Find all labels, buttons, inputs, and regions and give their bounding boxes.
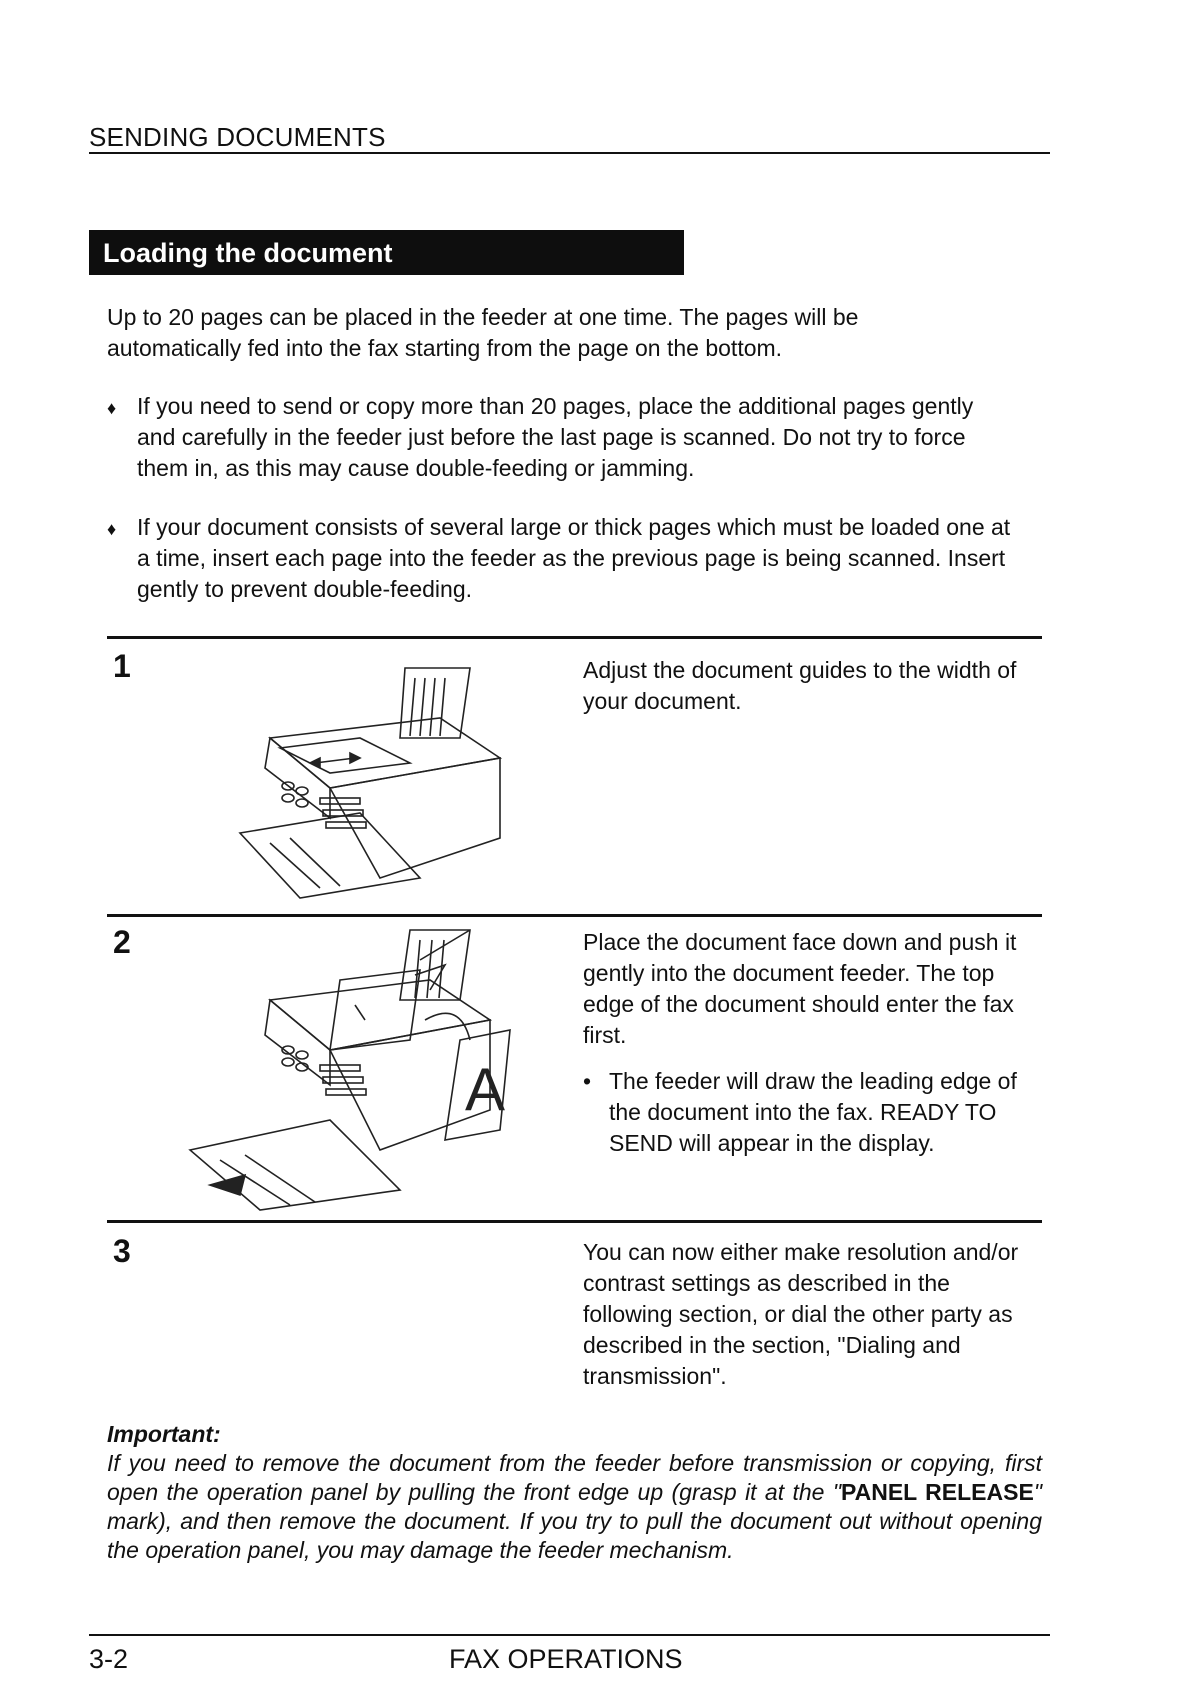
important-label: Important: [107, 1421, 221, 1447]
fax-insert-document-illustration: A [188, 929, 511, 1211]
page-header-title: SENDING DOCUMENTS [89, 122, 386, 152]
dot-bullet-icon: • [583, 1068, 592, 1094]
document-letter: A [465, 1056, 505, 1123]
panel-release-label: PANEL RELEASE [840, 1479, 1034, 1505]
step-text: Adjust the document guides to the width … [583, 657, 1017, 714]
step-number: 1 [113, 648, 131, 684]
step-rule [107, 914, 1042, 917]
step-text: You can now either make resolution and/o… [583, 1239, 1019, 1389]
chapter-title: FAX OPERATIONS [449, 1644, 683, 1674]
important-note: If you need to remove the document from … [107, 1449, 1042, 1565]
bullet-item: ♦ If you need to send or copy more than … [107, 391, 1007, 481]
diamond-bullet-icon: ♦ [107, 519, 117, 539]
step-rule [107, 1220, 1042, 1223]
step-rule [107, 636, 1042, 639]
page-number: 3-2 [89, 1644, 129, 1674]
diamond-bullet-icon: ♦ [107, 398, 117, 418]
section-title-bar [89, 230, 684, 275]
intro-paragraph: Up to 20 pages can be placed in the feed… [107, 304, 859, 361]
step-number: 2 [113, 924, 131, 960]
header-rule [89, 152, 1050, 154]
important-text: " mark), and then remove the document. I… [107, 1479, 1042, 1563]
important-text: If you need to remove the document from … [107, 1450, 1042, 1505]
step-number: 3 [113, 1233, 131, 1269]
bullet-text: If you need to send or copy more than 20… [137, 393, 974, 481]
fax-guides-illustration [238, 667, 503, 899]
footer-rule [89, 1634, 1050, 1636]
section-title: Loading the document [103, 238, 393, 268]
step-sub-bullet-text: The feeder will draw the leading edge of… [609, 1068, 1017, 1156]
step-text: Place the document face down and push it… [583, 929, 1017, 1048]
bullet-item: ♦ If your document consists of several l… [107, 512, 1010, 602]
bullet-text: If your document consists of several lar… [137, 514, 1011, 602]
